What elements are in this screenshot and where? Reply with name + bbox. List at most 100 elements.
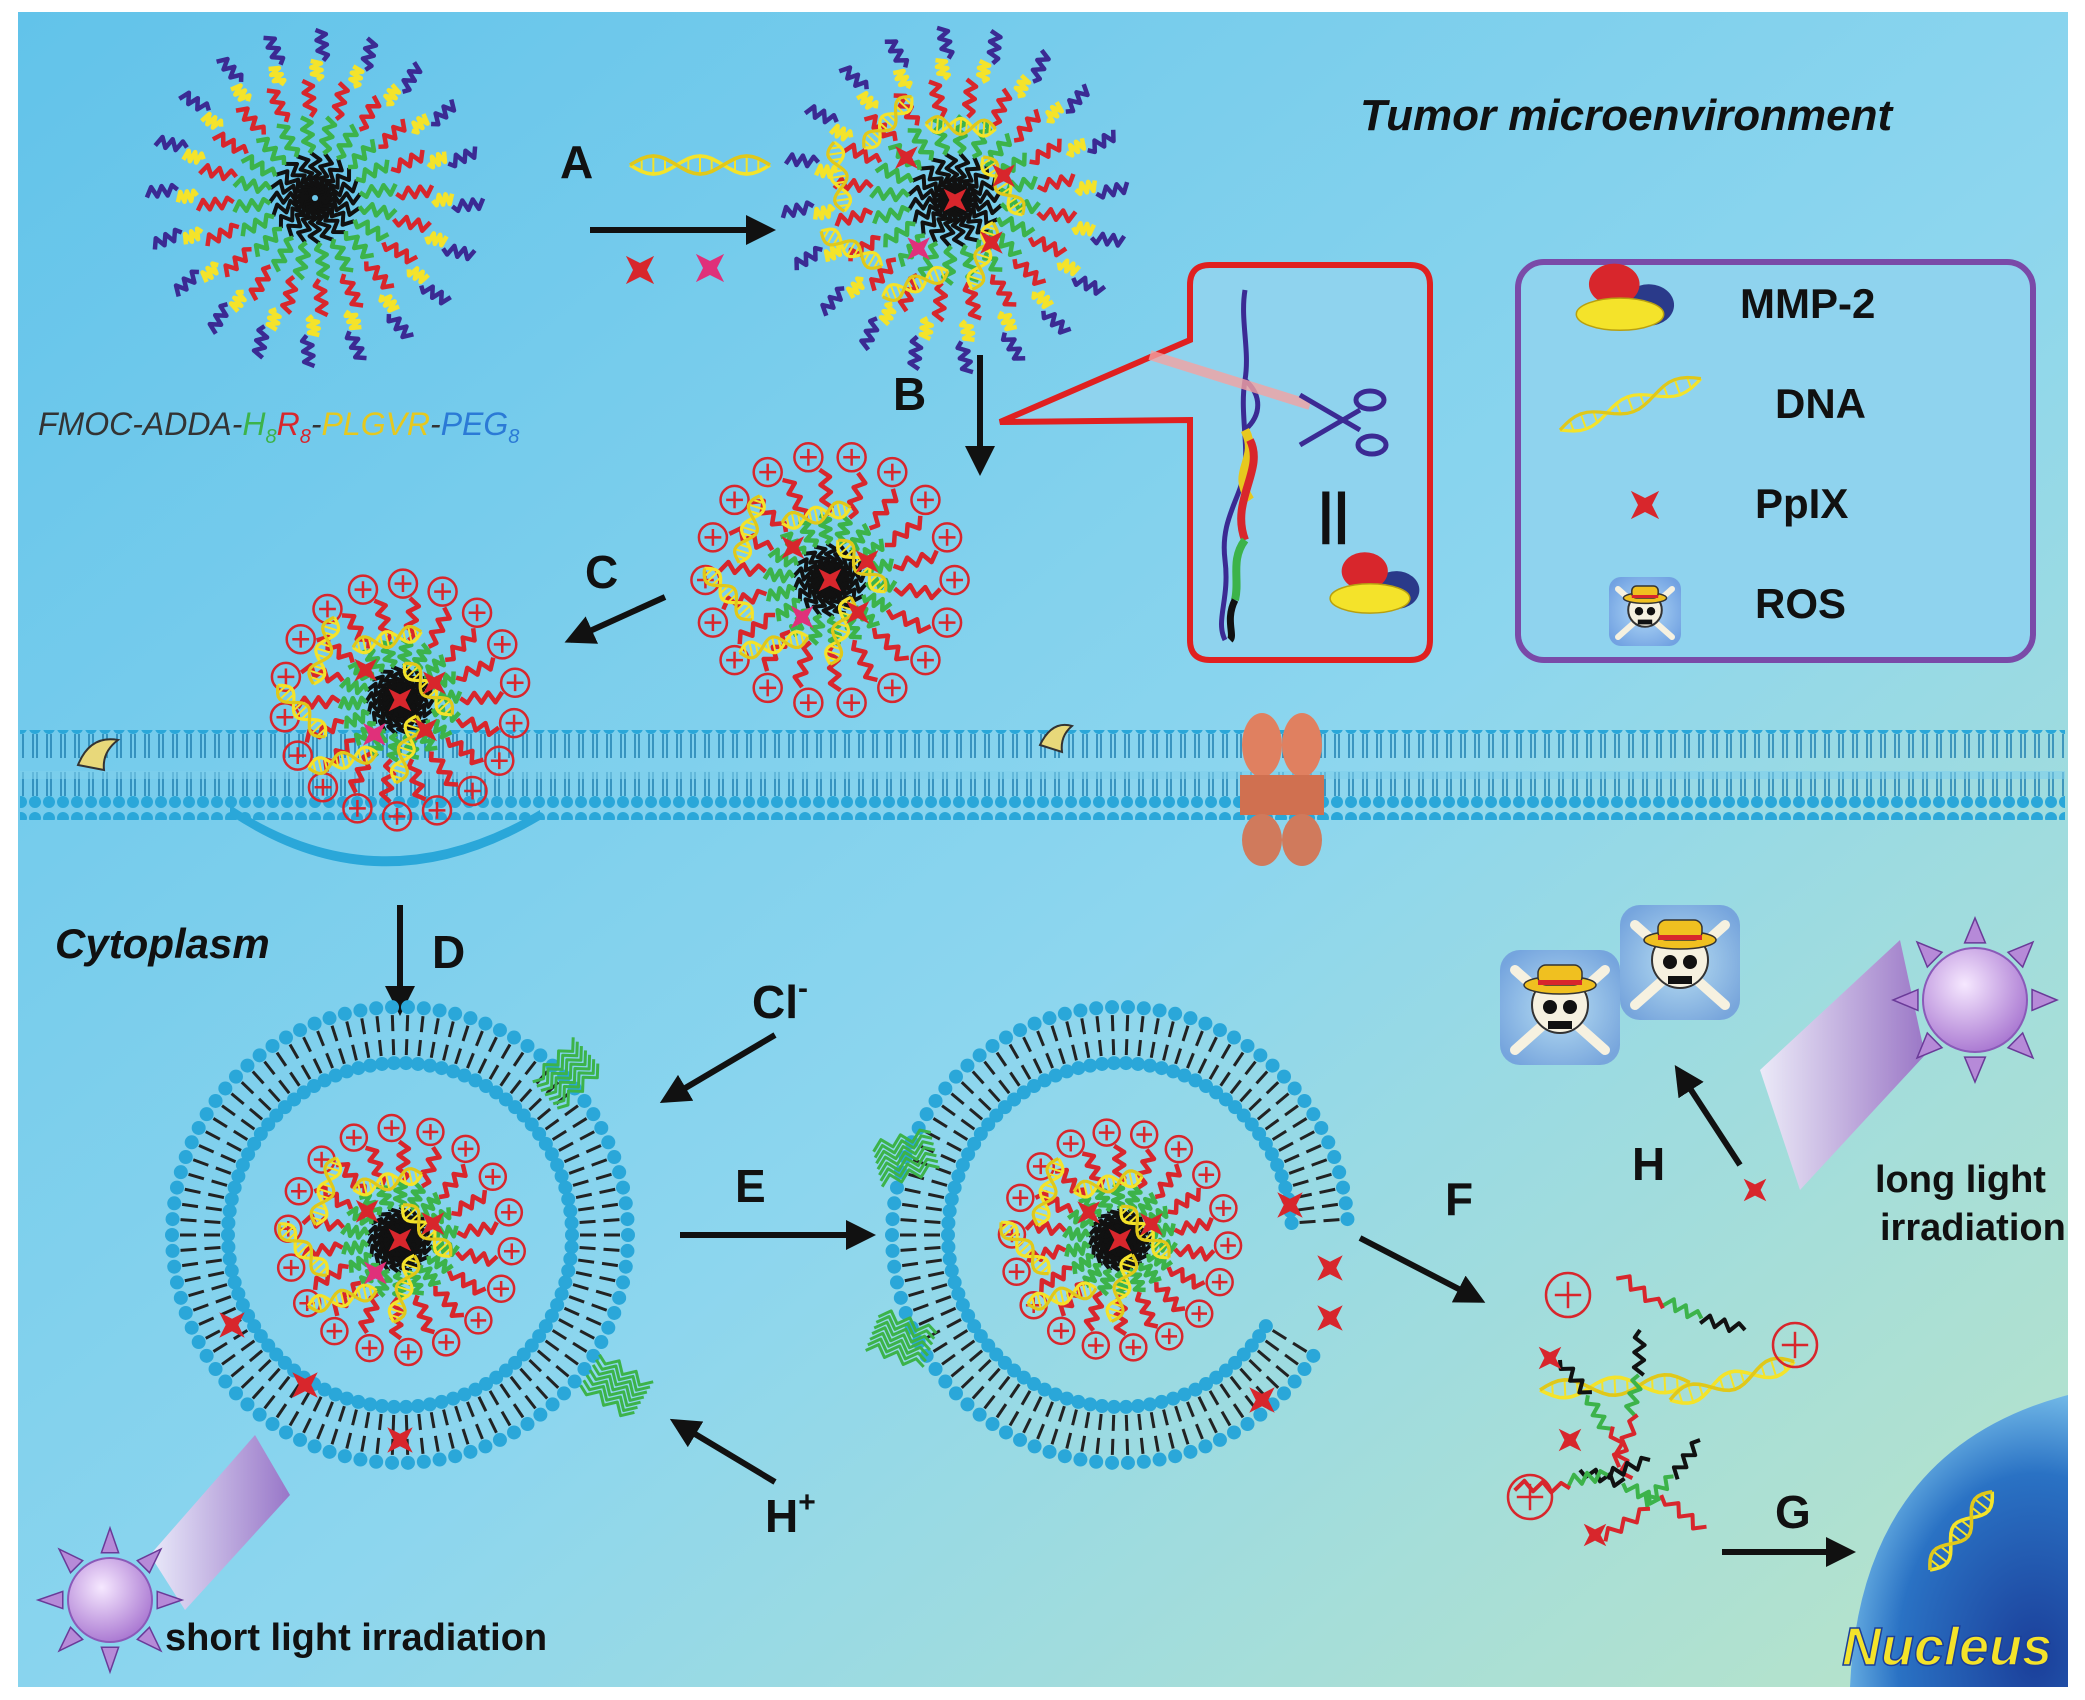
positive-charge-icon — [339, 1123, 369, 1152]
positive-charge-icon — [1002, 1257, 1031, 1287]
step-h-label: H — [1632, 1138, 1665, 1190]
long-light-label-line1: long light — [1875, 1159, 2046, 1201]
positive-charge-icon — [377, 1113, 406, 1143]
pplx-star — [1558, 1428, 1582, 1452]
pplx-star — [355, 1199, 379, 1223]
positive-charge-icon — [1026, 1152, 1056, 1181]
mmp2-icon — [1329, 552, 1420, 614]
pplx-star — [292, 1372, 318, 1398]
peptide-micelle-loaded — [780, 25, 1130, 375]
ros-skull-icon — [1620, 905, 1740, 1020]
positive-charge-icon — [451, 1134, 480, 1164]
legend-label-ros: ROS — [1755, 580, 1846, 627]
pplx-star — [1277, 1192, 1303, 1218]
pplx-star — [363, 723, 386, 746]
pplx-star — [421, 1212, 445, 1235]
positive-charge-icon — [394, 1337, 423, 1367]
step-f-arrow — [1358, 1235, 1486, 1303]
positive-charge-icon — [1129, 1120, 1159, 1149]
pplx-star — [818, 568, 842, 592]
positive-charge-icon — [939, 564, 970, 596]
ros-skull-icon — [1500, 950, 1620, 1065]
positive-charge-icon — [416, 1117, 445, 1147]
step-g-label: G — [1775, 1486, 1811, 1538]
positive-charge-icon — [1006, 1183, 1035, 1213]
positive-charge-icon — [284, 1176, 314, 1206]
light-source-icon — [35, 1525, 185, 1675]
pplx-star — [980, 231, 1003, 254]
light-source-icon — [1891, 916, 2059, 1084]
pplx-star — [364, 1261, 387, 1285]
positive-charge-icon — [276, 1253, 306, 1282]
peptide-micelle-unloaded — [144, 27, 486, 369]
positive-charge-icon — [752, 672, 783, 704]
positive-charge-icon — [421, 795, 453, 826]
inset-equals-sign: || — [1318, 481, 1349, 545]
positive-charge-icon — [1056, 1129, 1085, 1158]
pplx-star — [1317, 1305, 1343, 1331]
positive-charge-icon — [1184, 1299, 1214, 1328]
pplx-star — [387, 1427, 413, 1453]
micelle-escaping — [997, 1118, 1243, 1362]
positive-charge-icon — [1164, 1134, 1194, 1164]
legend-mmp2-icon — [1575, 263, 1675, 332]
positive-charge-icon — [793, 442, 824, 473]
pplx-star — [1630, 490, 1660, 520]
cleavage-inset: || — [998, 262, 1433, 663]
positive-charge-icon — [1209, 1193, 1238, 1223]
pplx-star — [414, 718, 437, 742]
positive-charge-icon — [1192, 1160, 1221, 1190]
positive-charge-icon — [478, 1162, 508, 1192]
pplx-star — [1077, 1201, 1100, 1224]
positive-charge-icon — [1119, 1333, 1148, 1362]
short-light-label: short light irradiation — [165, 1617, 547, 1659]
pplx-released — [1249, 1192, 1343, 1413]
pplx-star — [219, 1312, 245, 1338]
positive-charge-icon — [697, 522, 729, 553]
pplx-star — [781, 536, 805, 559]
legend-box: MMP-2 DNA PpIX ROS — [1515, 259, 2036, 663]
pplx-icon — [625, 255, 655, 285]
pplx-icon-pink — [695, 253, 725, 283]
pplx-star — [846, 601, 870, 624]
micelle-in-endosome — [274, 1113, 526, 1367]
positive-charge-icon — [355, 1333, 384, 1363]
step-c-arrow — [564, 594, 667, 644]
positive-charge-icon — [1046, 1316, 1076, 1346]
positive-charge-icon — [877, 456, 908, 488]
positive-charge-icon — [312, 593, 343, 625]
positive-charge-icon — [1081, 1331, 1111, 1360]
charged-micelle — [690, 442, 970, 718]
positive-charge-icon — [836, 442, 867, 473]
peptide-formula: FMOC-ADDA-H8R8-PLGVR-PEG8 — [38, 406, 519, 448]
legend-label-mmp2: MMP-2 — [1740, 280, 1875, 327]
long-light-label-line2: irradiation — [1880, 1207, 2066, 1249]
inset-callout-border — [998, 262, 1433, 663]
positive-charge-icon — [282, 740, 313, 771]
positive-charge-icon — [486, 1274, 516, 1304]
pplx-star — [1538, 1346, 1562, 1370]
pplx-star — [354, 658, 377, 682]
cytoplasm-label: Cytoplasm — [55, 920, 270, 967]
tumor-microenvironment-label: Tumor microenvironment — [1360, 91, 1895, 140]
legend-label-pplx: PpIX — [1755, 480, 1848, 527]
positive-charge-icon — [427, 576, 458, 607]
long-light-source — [1760, 916, 2059, 1190]
positive-charge-icon — [931, 522, 963, 553]
positive-charge-icon — [342, 793, 373, 824]
positive-charge-icon — [487, 629, 518, 660]
positive-charge-icon — [457, 775, 488, 807]
step-d-label: D — [432, 926, 465, 978]
pplx-star — [625, 255, 655, 285]
positive-charge-icon — [1092, 1118, 1121, 1147]
positive-charge-icon — [910, 644, 941, 676]
positive-charge-icon — [484, 745, 515, 776]
step-h-arrow — [1674, 1064, 1743, 1167]
positive-charge-icon — [931, 607, 963, 638]
chloride-arrow — [659, 1032, 777, 1104]
positive-charge-icon — [1213, 1231, 1243, 1260]
membrane-receptor-icon — [76, 723, 1075, 772]
endosome-ruptured — [865, 1000, 1355, 1470]
step-c-label: C — [585, 546, 618, 598]
